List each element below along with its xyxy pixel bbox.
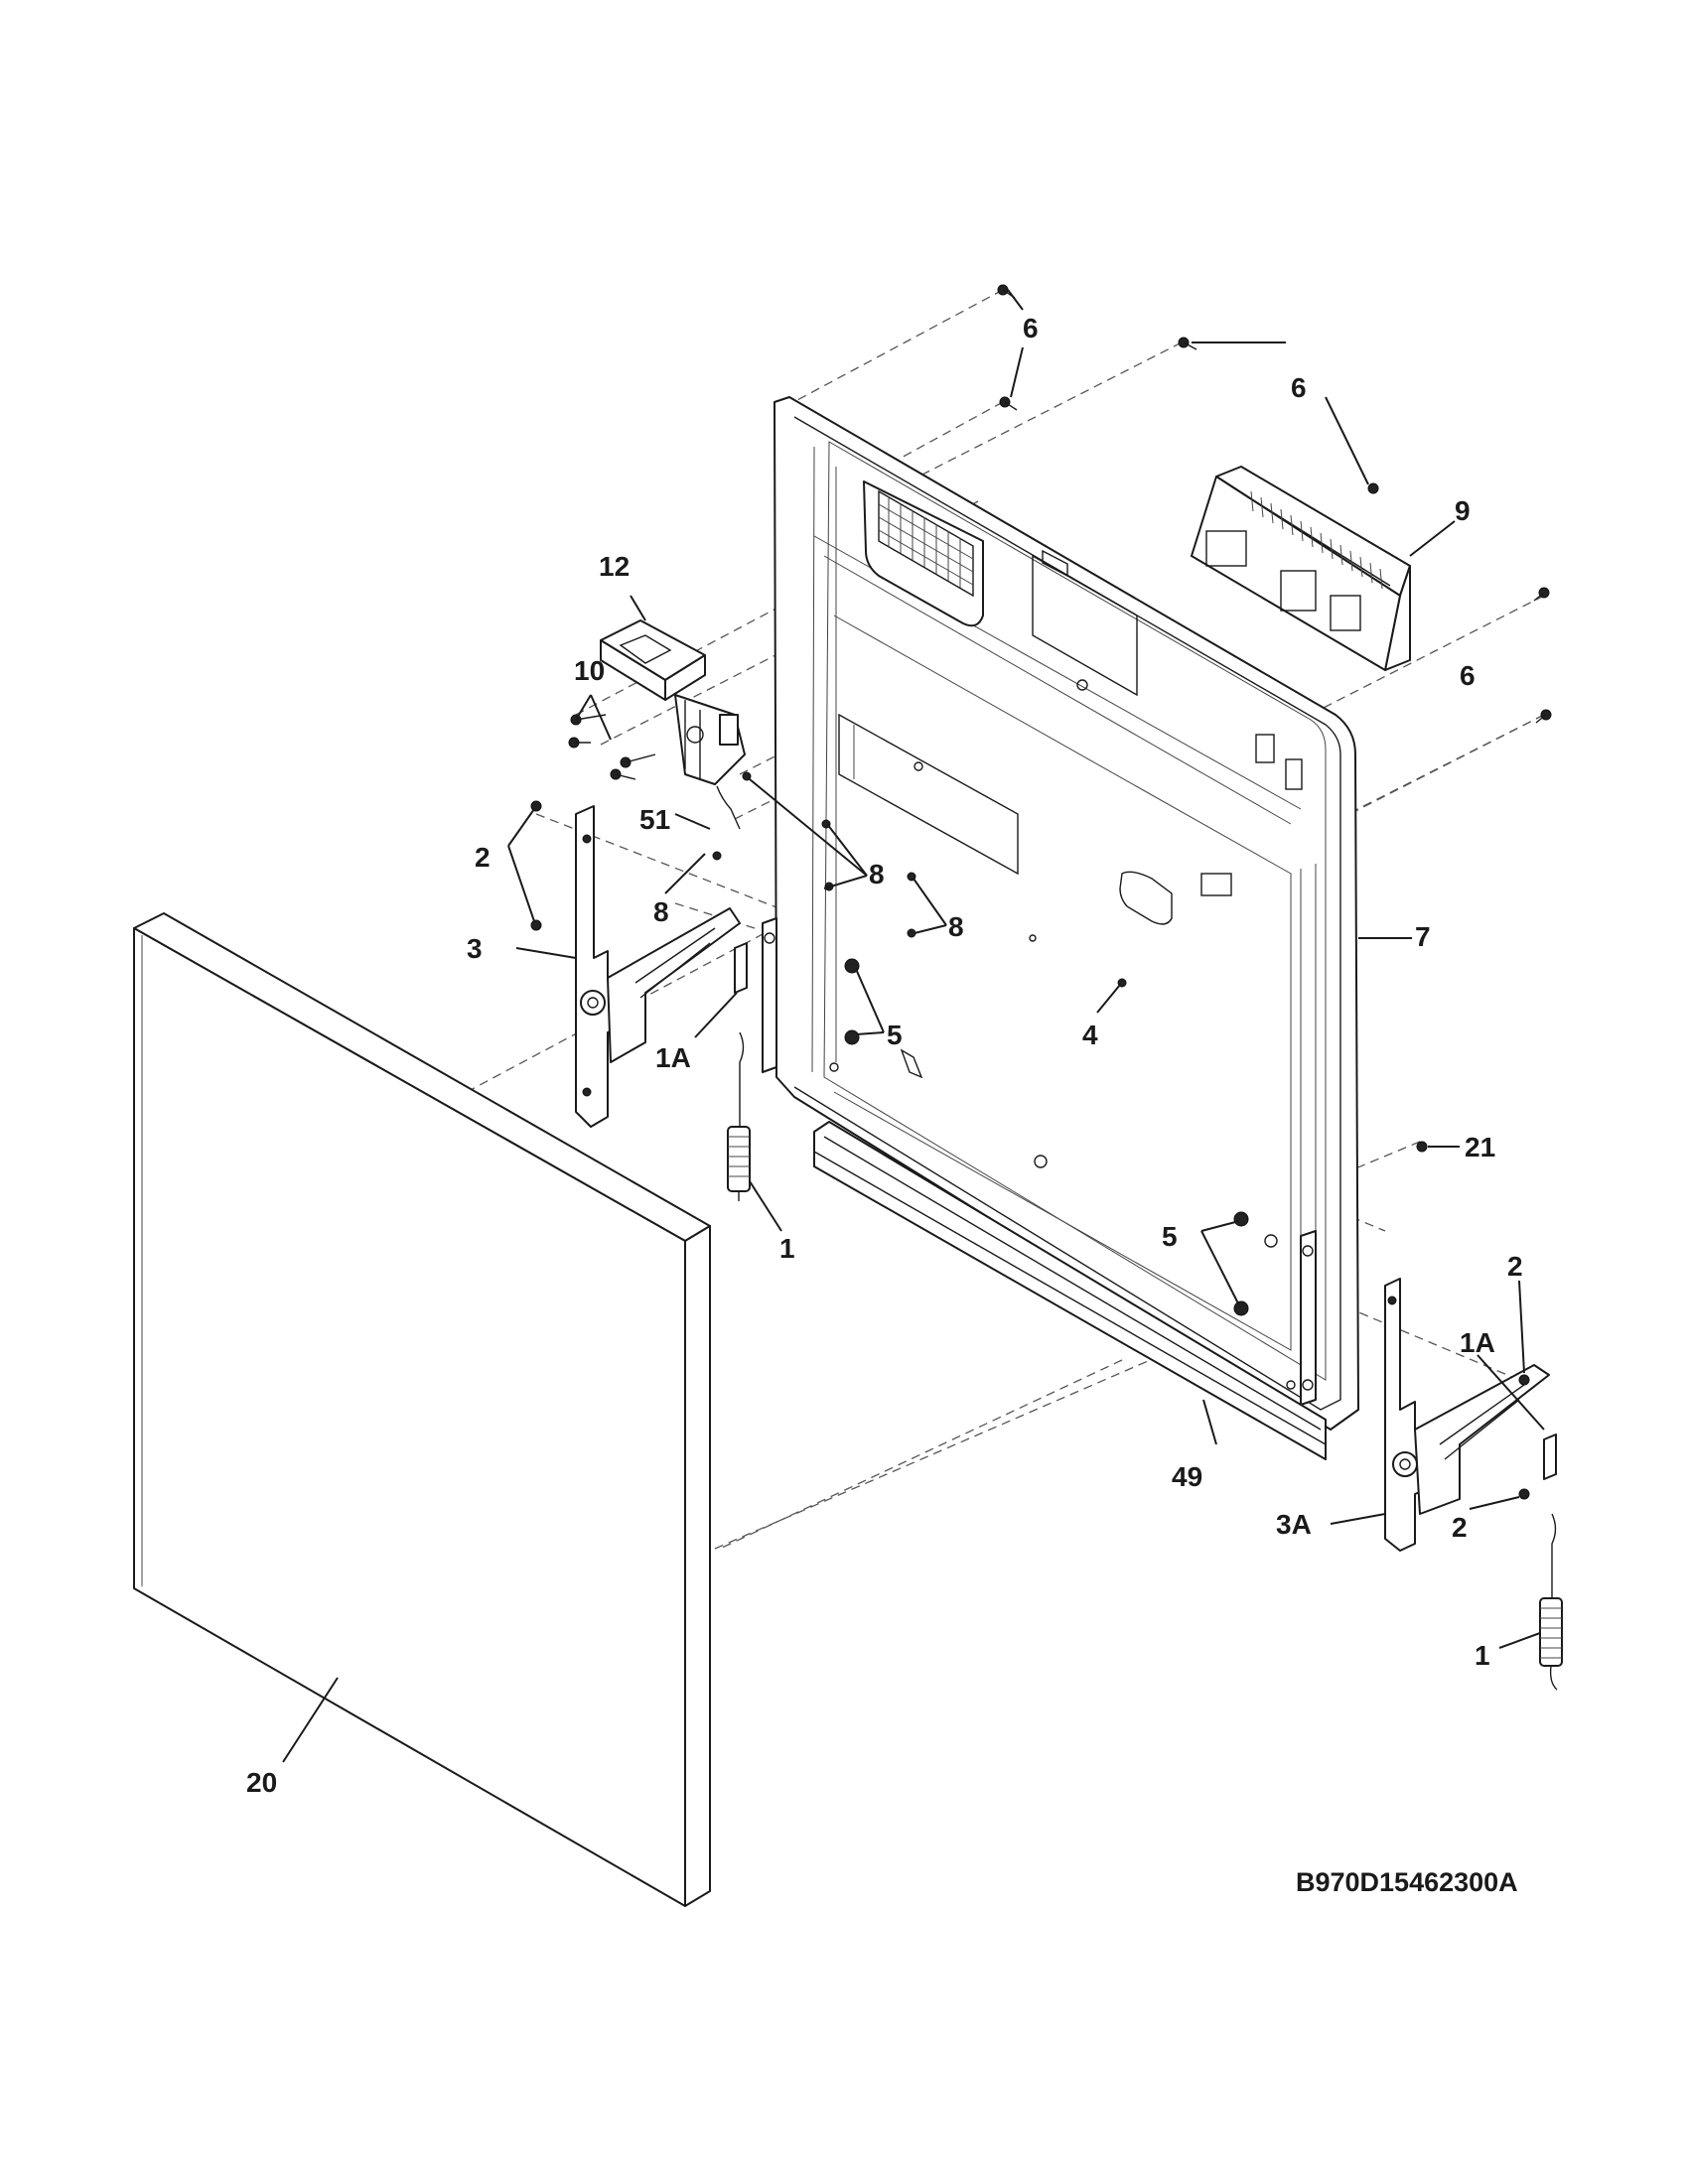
callout-51: 51 <box>639 804 670 835</box>
leader-lines <box>282 289 1545 1763</box>
screw-icon <box>712 851 722 861</box>
callout-labels: 6 6 9 12 10 6 51 2 8 8 8 7 3 5 4 1A 21 1… <box>246 313 1523 1798</box>
callout-21: 21 <box>1465 1132 1495 1162</box>
diagram-reference-code: B970D15462300A <box>1296 1867 1518 1897</box>
callout-10: 10 <box>574 655 605 686</box>
screw-icon <box>742 771 752 781</box>
screw-icon <box>530 919 542 931</box>
screw-icon <box>844 1029 860 1045</box>
screw-icon <box>1233 1211 1249 1227</box>
spring-left <box>727 1031 751 1201</box>
control-module <box>1191 466 1411 671</box>
spring-right <box>1539 1513 1563 1691</box>
callout-1: 1 <box>779 1233 795 1264</box>
bottom-trim-strip <box>813 1121 1327 1460</box>
callout-9: 9 <box>1455 495 1471 526</box>
callout-2: 2 <box>1452 1512 1468 1543</box>
callout-1: 1 <box>1475 1640 1490 1671</box>
callout-1A: 1A <box>655 1042 691 1073</box>
callout-6: 6 <box>1291 372 1307 403</box>
callout-3: 3 <box>467 933 483 964</box>
screw-icon <box>620 753 656 768</box>
callout-6: 6 <box>1460 660 1476 691</box>
screw-icon <box>1518 1488 1530 1500</box>
screw-icon <box>1533 587 1550 602</box>
screw-icon <box>530 800 542 812</box>
callout-4: 4 <box>1082 1020 1098 1050</box>
callout-2: 2 <box>475 842 491 873</box>
callout-3A: 3A <box>1276 1509 1312 1540</box>
screw-icon <box>1535 709 1552 724</box>
callout-8: 8 <box>653 896 669 927</box>
callout-5: 5 <box>1162 1221 1178 1252</box>
screw-icon <box>610 768 636 780</box>
callout-8: 8 <box>869 859 885 889</box>
inner-door-panel <box>762 396 1359 1431</box>
screw-icon <box>1178 337 1197 350</box>
door-latch <box>600 619 746 785</box>
screw-icon <box>1416 1141 1428 1153</box>
left-hinge <box>575 805 748 1128</box>
callout-8: 8 <box>948 911 964 942</box>
screw-icon <box>568 737 591 749</box>
outer-door-panel <box>133 912 711 1907</box>
callout-7: 7 <box>1415 921 1431 952</box>
callout-2: 2 <box>1507 1251 1523 1282</box>
screw-icon <box>1233 1300 1249 1316</box>
vent-grille-icon <box>878 489 974 598</box>
callout-6: 6 <box>1023 313 1039 343</box>
callout-20: 20 <box>246 1767 277 1798</box>
screw-icon <box>1518 1374 1530 1386</box>
fasteners <box>530 284 1552 1500</box>
right-hinge <box>1384 1278 1557 1552</box>
callout-49: 49 <box>1172 1461 1202 1492</box>
screw-icon <box>907 928 916 938</box>
screw-icon <box>1367 482 1379 494</box>
callout-12: 12 <box>599 551 630 582</box>
screw-icon <box>999 396 1018 411</box>
callout-1A: 1A <box>1460 1327 1495 1358</box>
callout-5: 5 <box>887 1020 903 1050</box>
